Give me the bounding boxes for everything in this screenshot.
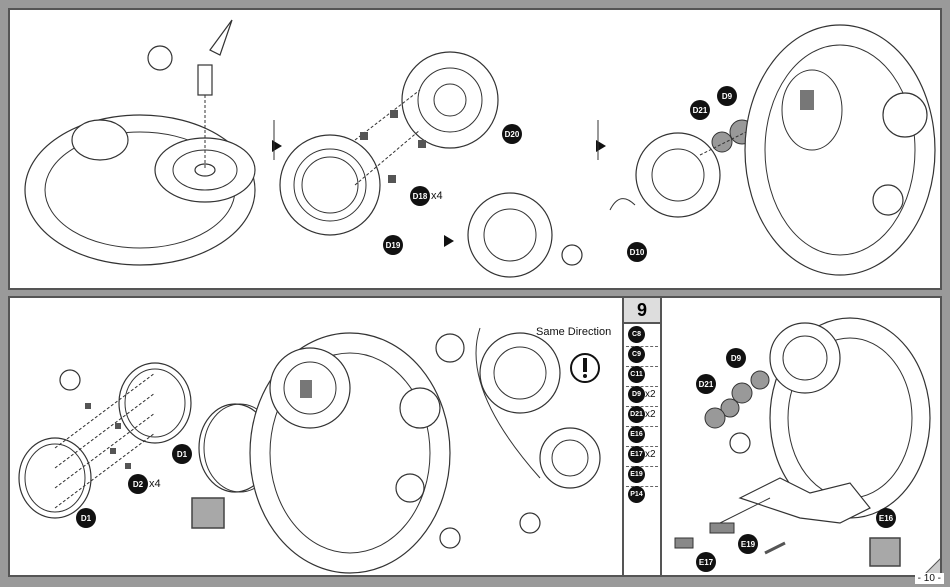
- spring-part: [610, 199, 635, 210]
- part-label: D21: [628, 406, 645, 423]
- parts-list-item: E19: [626, 466, 658, 487]
- arrow-icon: [444, 235, 454, 247]
- grey-block: [870, 538, 900, 566]
- gear-d19: [280, 135, 380, 235]
- part-label: D10: [627, 242, 647, 262]
- part-label: D1: [172, 444, 192, 464]
- part-label: D9: [726, 348, 746, 368]
- parts-list-item: C8: [626, 326, 658, 347]
- parts-list-item: D9 x2: [626, 386, 658, 407]
- parts-list-item: D21 x2: [626, 406, 658, 427]
- parts-list-item: P14: [626, 486, 658, 506]
- same-direction-note: Same Direction: [536, 326, 611, 338]
- part-label: D9: [717, 86, 737, 106]
- part-quantity: x2: [645, 449, 656, 460]
- part-label: D18: [410, 186, 430, 206]
- part-label: D21: [690, 100, 710, 120]
- direction-icon: [436, 334, 464, 362]
- parts-list-item: E17 x2: [626, 446, 658, 467]
- part-quantity: x2: [645, 409, 656, 420]
- part-label: E17: [628, 446, 645, 463]
- page-number: - 10 -: [915, 573, 944, 584]
- clock-frame-right: [745, 25, 935, 275]
- hammer-icon: [440, 528, 460, 548]
- part-label: C11: [628, 366, 645, 383]
- bottom-illustration: [10, 298, 942, 577]
- part-label: E16: [876, 508, 896, 528]
- gear-assembled: [468, 193, 552, 277]
- part-label: D9: [628, 386, 645, 403]
- part-label: D21: [696, 374, 716, 394]
- hammer-icon: [148, 46, 172, 70]
- part-quantity: x4: [431, 190, 443, 202]
- part-quantity: x4: [149, 478, 161, 490]
- hammer-icon: [730, 433, 750, 453]
- step-parts-list: 9 C8 C9 C11 D9 x2 D21 x2 E16 E17 x2: [622, 298, 662, 577]
- hand-part: [210, 20, 232, 55]
- top-illustration: [10, 10, 942, 290]
- grey-block: [192, 498, 224, 528]
- part-label: D1: [76, 508, 96, 528]
- step-number: 9: [624, 298, 660, 324]
- bottom-panel: D1 D1 D2 x4 D9 D21 E16 E19 E17 Same Dire…: [8, 296, 942, 577]
- parts-list-item: C9: [626, 346, 658, 367]
- disc-d1: [119, 363, 191, 443]
- part-label: D19: [383, 235, 403, 255]
- parts-list-item: C11: [626, 366, 658, 387]
- parts-list-item: E16: [626, 426, 658, 447]
- part-label: C9: [628, 346, 645, 363]
- hammer-icon: [562, 245, 582, 265]
- hammer-icon: [60, 370, 80, 390]
- disc-d1: [19, 438, 91, 518]
- part-label: E16: [628, 426, 645, 443]
- part-label: C8: [628, 326, 645, 343]
- top-panel: D20 D18 x4 D19 D21 D9 D10: [8, 8, 942, 290]
- part-label: E19: [628, 466, 645, 483]
- part-quantity: x2: [645, 389, 656, 400]
- hammer-icon: [520, 513, 540, 533]
- part-label: P14: [628, 486, 645, 503]
- shaft-part: [198, 65, 212, 95]
- part-label: D2: [128, 474, 148, 494]
- part-label: E17: [696, 552, 716, 572]
- part-label: E19: [738, 534, 758, 554]
- part-label: D20: [502, 124, 522, 144]
